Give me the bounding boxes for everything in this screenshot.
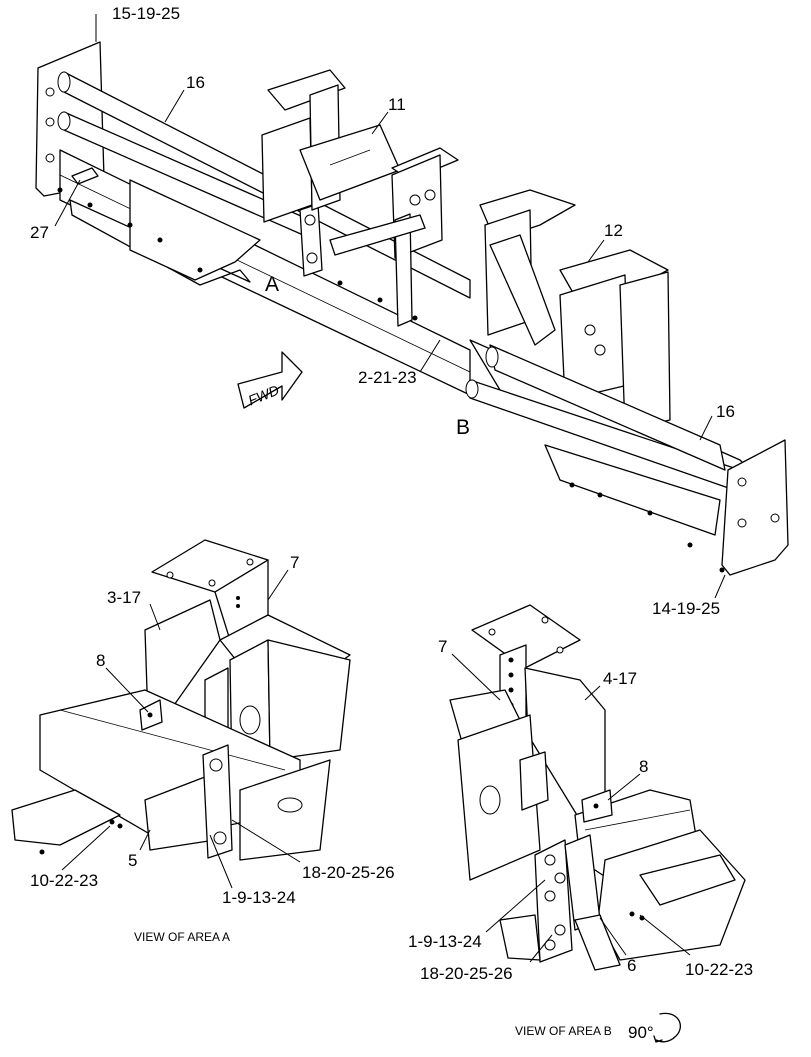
view-b-caption: VIEW OF AREA B [515,1024,612,1038]
view-a-callout-3-17: 3-17 [107,588,141,607]
callout-15-19-25: 15-19-25 [112,4,180,23]
area-letter-b: B [456,416,470,439]
rotate-arrow-icon [653,1012,681,1043]
view-b-callout-1-9-13-24: 1-9-13-24 [408,932,482,951]
callout-12: 12 [604,221,623,240]
view-area-b [449,604,746,971]
callout-14-19-25: 14-19-25 [652,599,720,618]
callout-27: 27 [30,223,49,242]
area-letter-a: A [265,273,279,296]
view-a-callout-10-22-23: 10-22-23 [30,871,98,890]
view-area-a [11,539,351,861]
view-a-callout-18-20-25-26: 18-20-25-26 [302,863,395,882]
view-b-callout-7: 7 [438,637,447,656]
main-callouts: 15-19-25 16 11 27 12 2-21-23 16 14-19-25… [30,4,735,618]
view-b-callout-4-17: 4-17 [603,669,637,688]
view-a-caption: VIEW OF AREA A [134,930,230,944]
view-b-callout-10-22-23: 10-22-23 [685,960,753,979]
callout-16-top: 16 [186,73,205,92]
view-b-callout-18-20-25-26: 18-20-25-26 [420,964,513,983]
view-b-callout-8: 8 [639,757,648,776]
view-a-callout-7: 7 [290,553,299,572]
view-a-callout-1-9-13-24: 1-9-13-24 [222,888,296,907]
forward-arrow-icon: FWD [237,351,303,409]
callout-2-21-23: 2-21-23 [358,368,417,387]
view-b-callouts: 7 4-17 8 1-9-13-24 18-20-25-26 6 10-22-2… [408,637,753,1043]
view-a-callouts: 3-17 7 8 5 10-22-23 1-9-13-24 18-20-25-2… [30,553,395,944]
callout-16-right: 16 [716,402,735,421]
view-a-callout-5: 5 [128,851,137,870]
main-frame-assembly [35,41,789,576]
view-a-callout-8: 8 [96,651,105,670]
callout-11: 11 [388,95,406,114]
view-b-callout-6: 6 [627,956,636,975]
view-b-rotation-label: 90° [628,1023,654,1042]
